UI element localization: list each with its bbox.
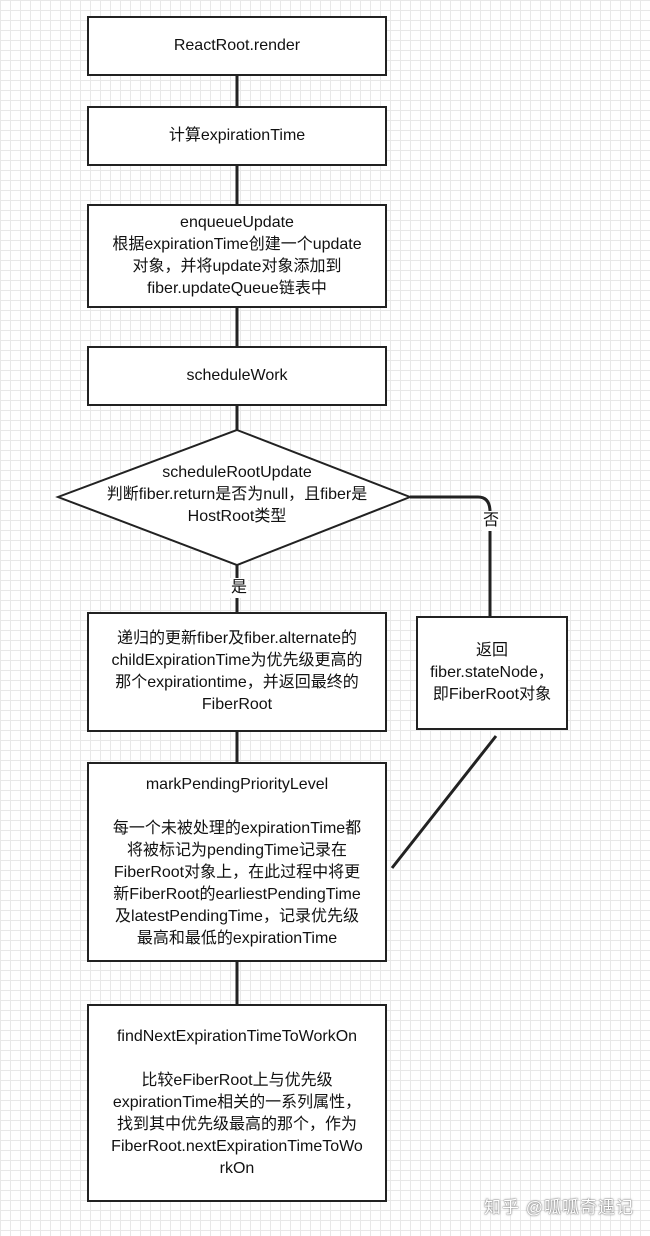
step-mark-line: 最高和最低的expirationTime [136,930,338,947]
no-label: 否 [482,511,501,531]
step-render-label: ReactRoot.render [173,37,301,54]
step-find-line: FiberRoot.nextExpirationTimeToWo [111,1138,363,1155]
decision-title: scheduleRootUpdate [162,464,312,481]
watermark: 知乎 @呱呱奇遇记 [484,1198,634,1217]
step-mark-line: 及latestPendingTime，记录优先级 [115,908,359,925]
step-find-line: 比较eFiberRoot上与优先级 [141,1072,333,1089]
yes-label: 是 [230,578,249,598]
step-find-next-expiration: findNextExpirationTimeToWorkOn 比较eFiberR… [87,1004,387,1202]
step-recursive-line: 递归的更新fiber及fiber.alternate的 [116,630,358,647]
step-schedule-label: scheduleWork [186,367,288,384]
step-mark-pending: markPendingPriorityLevel 每一个未被处理的expirat… [87,762,387,962]
step-render: ReactRoot.render [87,16,387,76]
decision-diamond [55,428,413,567]
step-return-fiberroot: 返回 fiber.stateNode， 即FiberRoot对象 [416,616,568,730]
step-enqueue-title: enqueueUpdate [180,214,294,231]
step-find-title: findNextExpirationTimeToWorkOn [116,1028,358,1045]
decision-text: scheduleRootUpdate 判断fiber.return是否为null… [62,462,412,528]
step-find-line: 找到其中优先级最高的那个，作为 [116,1116,357,1133]
decision-line: HostRoot类型 [187,508,287,525]
step-recursive-line: childExpirationTime为优先级更高的 [111,652,363,669]
decision-line: 判断fiber.return是否为null，且fiber是 [106,486,368,503]
step-recursive-line: 那个expirationtime，并返回最终的 [115,674,359,691]
edge-return-mark [390,735,498,869]
step-enqueue-line: 对象，并将update对象添加到 [132,258,342,275]
step-return-line: 即FiberRoot对象 [432,686,552,703]
step-return-line: 返回 [475,642,508,659]
step-find-line: rkOn [219,1160,255,1177]
step-find-line: expirationTime相关的一系列属性， [112,1094,362,1111]
step-schedule-work: scheduleWork [87,346,387,406]
step-enqueue-line: fiber.updateQueue链表中 [147,280,327,297]
step-recursive-line: FiberRoot [201,696,273,713]
edge-decision-no [410,495,492,616]
step-calc-expiration: 计算expirationTime [87,106,387,166]
step-enqueue-update: enqueueUpdate 根据expirationTime创建一个update… [87,204,387,308]
step-return-line: fiber.stateNode， [430,664,554,681]
step-mark-line: FiberRoot对象上，在此过程中将更 [113,864,361,881]
step-enqueue-line: 根据expirationTime创建一个update [112,236,362,253]
step-mark-line: 将被标记为pendingTime记录在 [127,842,347,859]
step-mark-line: 每一个未被处理的expirationTime都 [112,820,362,837]
step-calc-label: 计算expirationTime [168,127,306,144]
step-mark-title: markPendingPriorityLevel [145,776,329,793]
step-recursive-update: 递归的更新fiber及fiber.alternate的 childExpirat… [87,612,387,732]
step-mark-line: 新FiberRoot的earliestPendingTime [113,886,361,903]
